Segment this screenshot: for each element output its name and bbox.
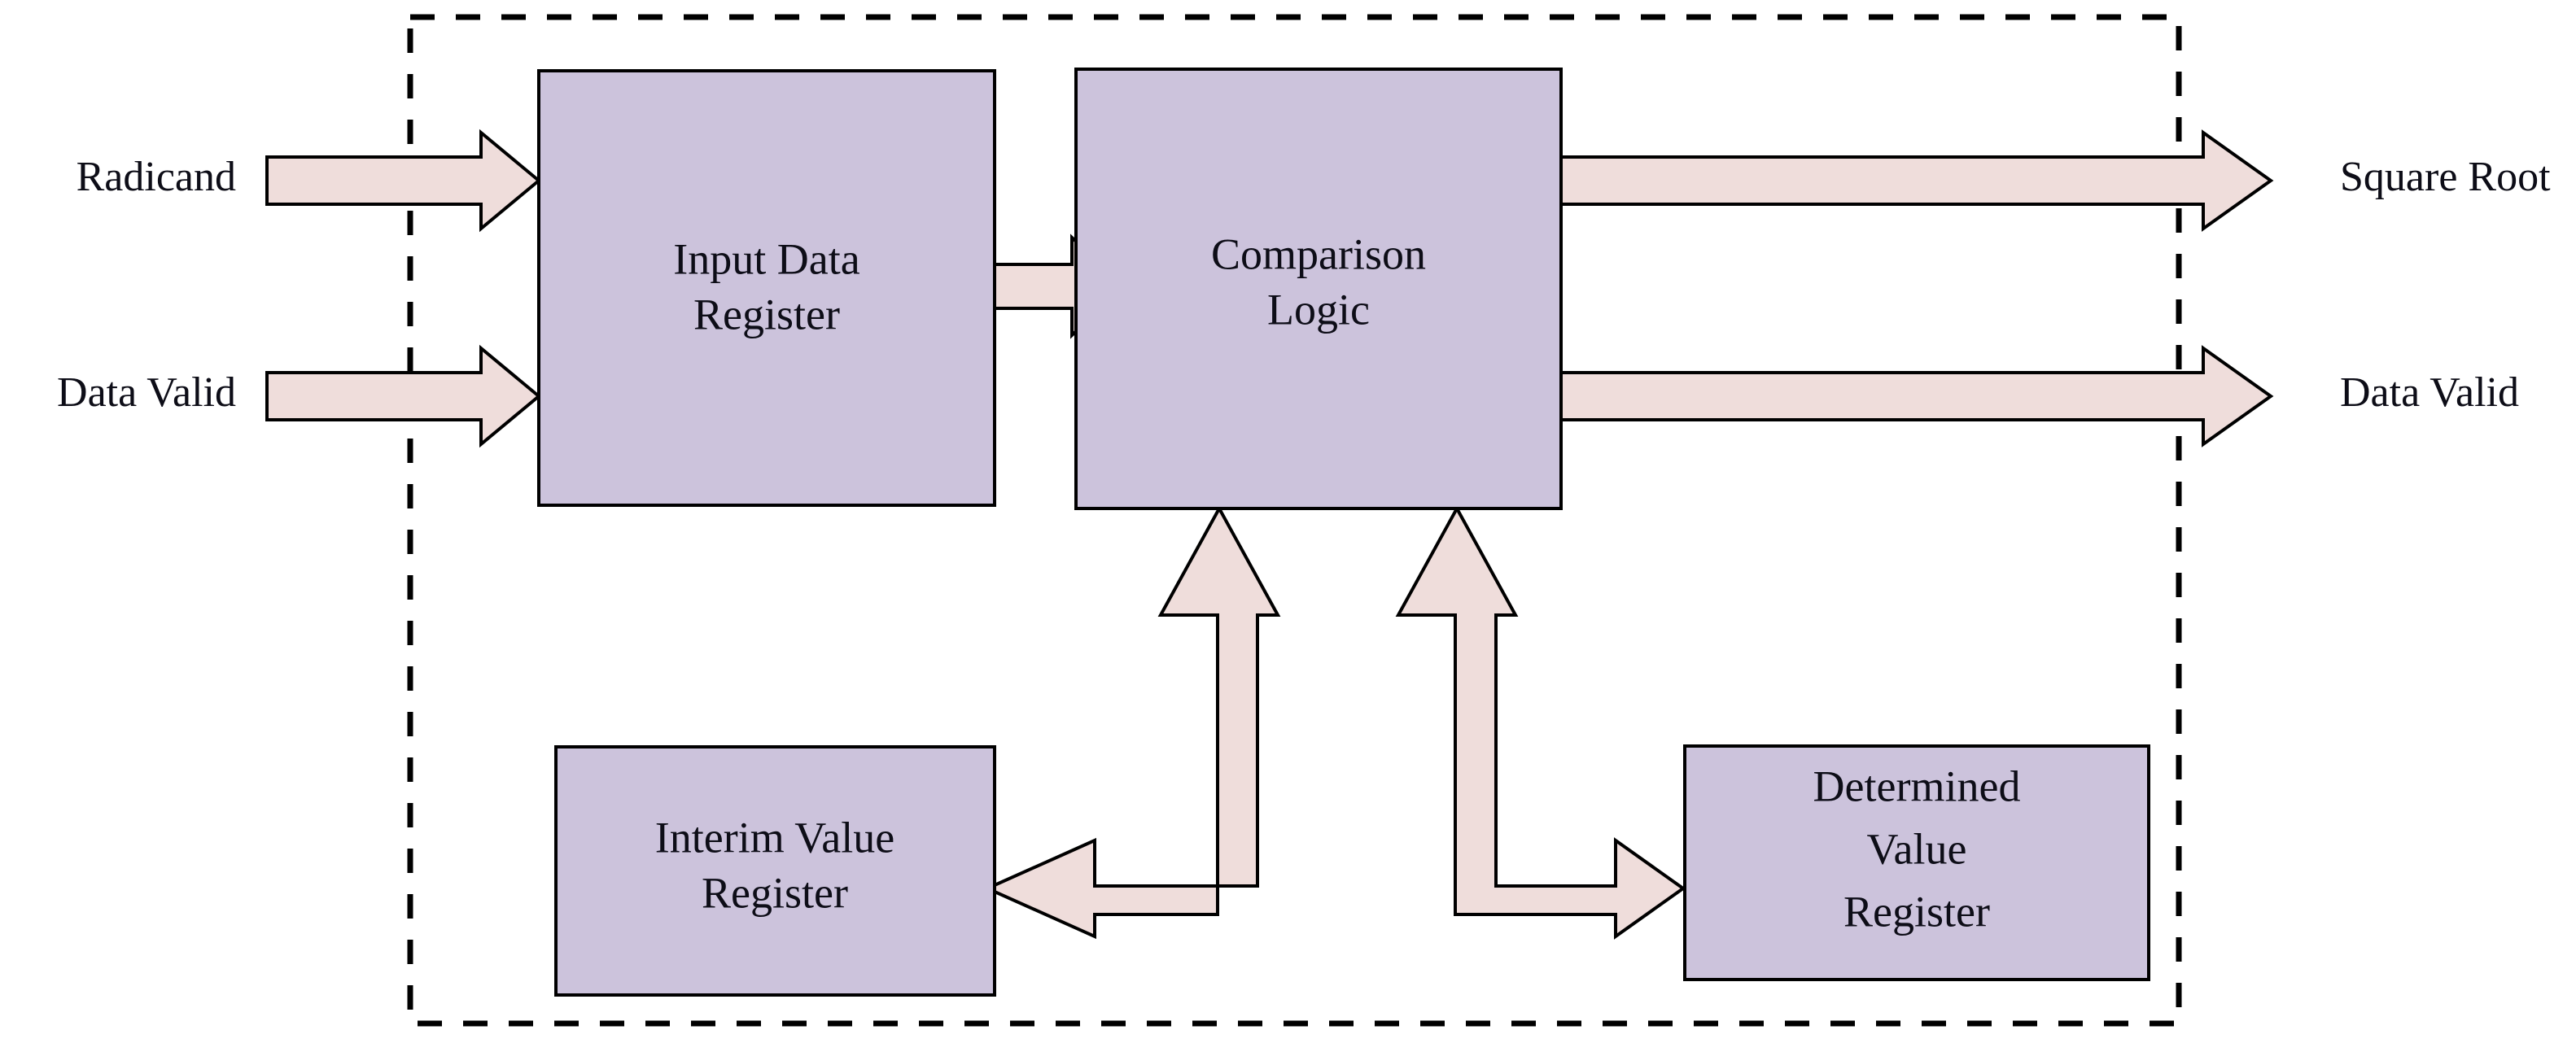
block-interim-value-register-rect[interactable]	[554, 745, 996, 997]
block-input-data-register-label-line1: Input Data	[673, 234, 859, 283]
system-boundary-dashed-rect	[407, 14, 2182, 1027]
arrow-interim-feedback-elbow	[983, 504, 1281, 940]
block-input-data-register-label-line2: Register	[693, 290, 840, 338]
block-interim-value-register-label-line2: Register	[702, 868, 848, 917]
block-interim-value-register-label-line1: Interim Value	[655, 813, 894, 862]
input-label-radicand: Radicand	[77, 154, 236, 200]
block-determined-value-register-label-line3: Register	[1843, 887, 1990, 936]
block-comparison-logic-rect[interactable]	[1074, 68, 1563, 510]
output-label-data-valid: Data Valid	[2340, 369, 2519, 416]
block-determined-value-register-label-line1: Determined	[1813, 762, 2021, 810]
block-comparison-logic-label-line1: Comparison	[1211, 229, 1426, 278]
block-determined-value-register-rect[interactable]	[1683, 744, 2150, 981]
arrow-data-valid-out	[1559, 345, 2274, 447]
block-comparison-logic[interactable]: Comparison Logic	[1074, 68, 1563, 510]
output-label-square-root: Square Root	[2340, 154, 2551, 200]
arrow-cmp-to-determined-elbow	[1395, 504, 1686, 940]
block-comparison-logic-label-line2: Logic	[1267, 285, 1370, 334]
input-label-data-valid: Data Valid	[57, 369, 236, 416]
block-input-data-register-rect[interactable]	[537, 69, 996, 507]
block-determined-value-register[interactable]: Determined Value Register	[1683, 744, 2150, 981]
block-determined-value-register-label-line2: Value	[1867, 824, 1967, 873]
block-interim-value-register[interactable]: Interim Value Register	[554, 745, 996, 997]
block-input-data-register[interactable]: Input Data Register	[537, 69, 996, 507]
arrow-data-valid-in	[265, 344, 542, 448]
arrow-radicand-in	[265, 129, 542, 233]
arrow-square-root-out	[1559, 129, 2274, 232]
